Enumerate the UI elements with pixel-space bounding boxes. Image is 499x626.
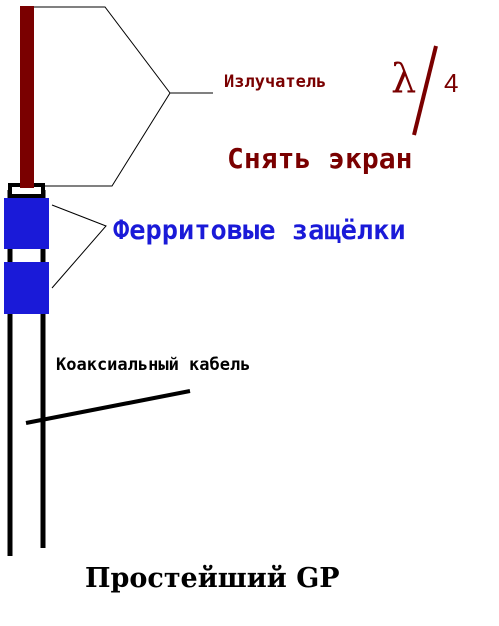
lambda-fraction-slash: [412, 45, 438, 136]
ferrite-clip-lower: [4, 262, 49, 314]
diagram-title: Простейший GP: [85, 563, 340, 594]
ferrite-clips-label: Ферритовые защёлки: [113, 215, 406, 246]
lambda-symbol: λ: [391, 56, 417, 102]
coax-pointer: [25, 389, 191, 425]
ferrite-bracket: [51, 204, 107, 289]
remove-shield-label: Снять экран: [227, 142, 413, 175]
radiator-label: Излучатель: [224, 72, 327, 92]
lambda-denominator: 4: [444, 68, 459, 98]
radiator-rod: [20, 6, 34, 188]
coax-cable-label: Коаксиальный кабель: [56, 355, 251, 375]
radiator-bracket: [34, 6, 171, 187]
ferrite-clip-upper: [4, 198, 49, 249]
